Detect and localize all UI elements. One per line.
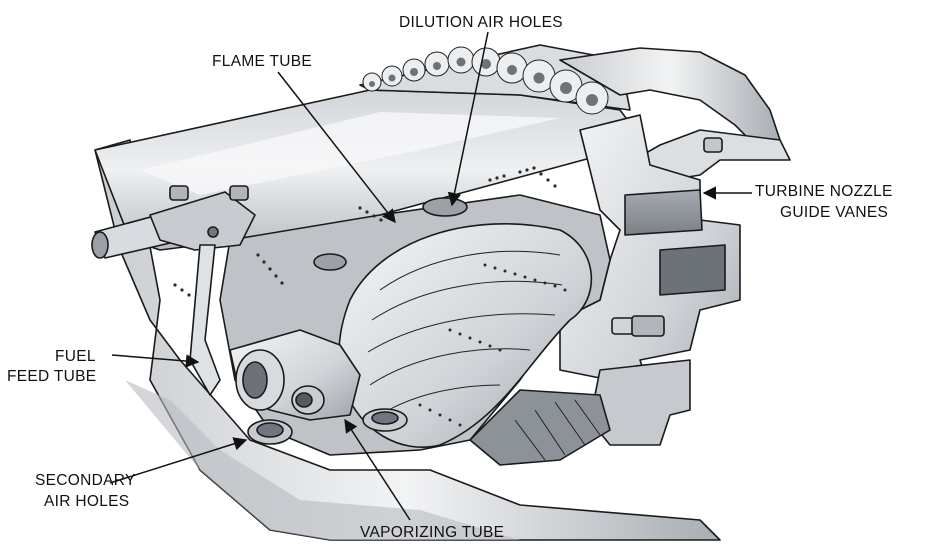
leader-dilution-air-holes [447, 31, 489, 207]
mounting-bolt [611, 315, 665, 337]
leader-fuel-feed-tube [111, 354, 200, 368]
lower-turbine-blades [469, 389, 611, 466]
leader-vaporizing-tube [344, 418, 411, 521]
vaporizing-tube-assembly [229, 329, 361, 421]
label-turbine-nozzle-line1: TURBINE NOZZLE [755, 183, 893, 200]
label-fuel-feed-line1: FUEL [55, 348, 96, 365]
label-turbine-nozzle-line2: GUIDE VANES [780, 204, 888, 221]
label-vaporizing-tube: VAPORIZING TUBE [360, 524, 504, 541]
flange-bolt [703, 137, 723, 153]
casing-lower-shade [125, 380, 520, 540]
leader-flame-tube [277, 71, 396, 224]
label-secondary-air-line2: AIR HOLES [44, 493, 129, 510]
label-secondary-air-line1: SECONDARY [35, 472, 136, 489]
label-flame-tube: FLAME TUBE [212, 53, 312, 70]
blade-lines [514, 399, 601, 461]
secondary-air-hole-bosses [247, 408, 408, 445]
flame-tube-top-highlight [140, 112, 560, 195]
outer-casing-lower [94, 139, 721, 541]
label-fuel-feed-line2: FEED TUBE [7, 368, 96, 385]
swirl-vanes [367, 250, 563, 416]
label-dilution-air-holes: DILUTION AIR HOLES [399, 14, 563, 31]
dilution-hole-rows [173, 166, 567, 427]
leader-secondary-air-holes [109, 437, 248, 484]
nozzle-guide-vane [624, 189, 703, 236]
turbine-opening [659, 244, 726, 296]
